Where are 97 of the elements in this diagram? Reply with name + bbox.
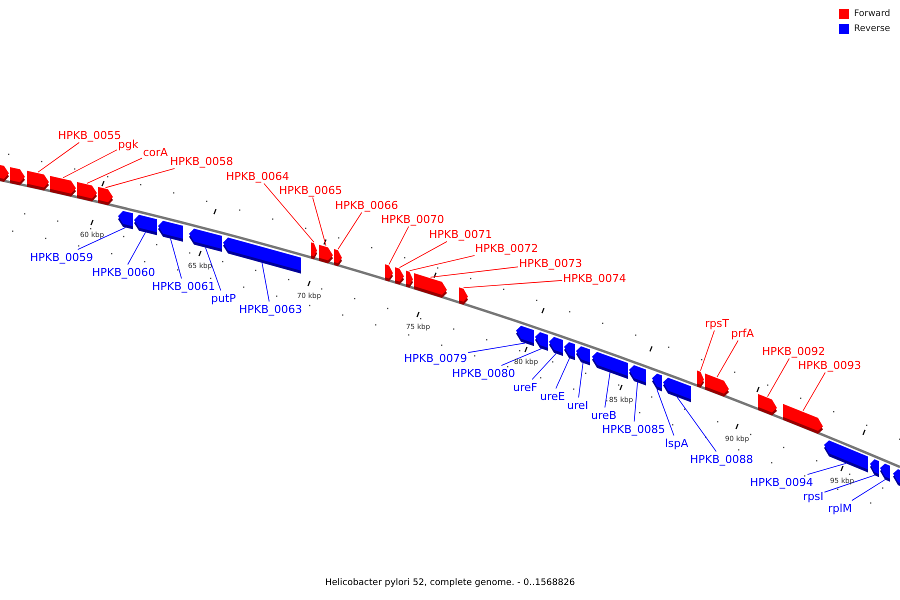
- leader-line: [578, 362, 584, 398]
- gene-block: [50, 176, 76, 197]
- gene-label: rplM: [828, 502, 852, 514]
- leader-line: [532, 353, 556, 380]
- gene-label: rpsT: [705, 316, 729, 330]
- gene-block: [697, 370, 704, 388]
- leader-line: [312, 197, 326, 246]
- gene-block: [459, 287, 468, 305]
- gene-block: [395, 267, 404, 285]
- gene-label: HPKB_0059: [30, 250, 94, 264]
- gene-block: [77, 182, 97, 202]
- leader-line: [38, 142, 80, 173]
- leader-line: [86, 158, 142, 184]
- leader-line: [388, 226, 410, 265]
- leader-line: [399, 241, 448, 268]
- gene-label: HPKB_0058: [170, 154, 234, 168]
- leader-line: [430, 266, 518, 278]
- leader-line: [409, 255, 475, 272]
- leader-line: [852, 479, 886, 501]
- legend-label: Forward: [854, 9, 890, 19]
- gene-block: [783, 404, 823, 434]
- gene-label: HPKB_0066: [335, 198, 398, 212]
- gene-label: putP: [211, 292, 236, 304]
- gene-label: ureI: [567, 398, 588, 412]
- gene-label: lspA: [665, 436, 688, 450]
- gene-block: [535, 332, 548, 351]
- leader-line: [127, 232, 146, 265]
- gene-label: HPKB_0073: [519, 256, 582, 270]
- gene-label: HPKB_0060: [92, 266, 156, 278]
- gene-label: HPKB_0071: [429, 228, 492, 240]
- gene-block: [564, 342, 575, 360]
- gene-block: [824, 440, 868, 473]
- leader-line: [468, 342, 526, 353]
- leader-line: [264, 183, 314, 243]
- leader-line: [105, 168, 175, 188]
- gene-label: HPKB_0061: [152, 280, 216, 292]
- gene-block: [870, 459, 879, 478]
- leader-line: [262, 262, 270, 302]
- gene-block: [758, 394, 777, 416]
- gene-label: ureF: [513, 380, 538, 394]
- leader-line: [656, 389, 674, 436]
- gene-block: [406, 270, 413, 288]
- gene-block: [629, 365, 646, 386]
- leader-line: [767, 358, 790, 398]
- leader-line: [700, 330, 715, 372]
- gene-label: prfA: [731, 326, 754, 340]
- leader-line: [555, 358, 570, 389]
- gene-label: ureE: [540, 390, 565, 402]
- gene-label: HPKB_0072: [475, 242, 538, 254]
- gene-label: HPKB_0088: [690, 452, 754, 466]
- leader-line: [205, 247, 222, 291]
- leader-line: [802, 372, 826, 412]
- gene-block: [385, 264, 393, 282]
- gene-label: HPKB_0074: [563, 272, 626, 284]
- gene-label: HPKB_0070: [381, 212, 444, 226]
- gene-label: HPKB_0080: [452, 366, 516, 380]
- gene-label: HPKB_0085: [602, 422, 666, 436]
- leader-line: [62, 149, 118, 178]
- gene-label: HPKB_0063: [239, 302, 302, 316]
- gene-label: ureB: [591, 408, 617, 422]
- leader-line: [501, 348, 542, 366]
- leader-line: [807, 462, 846, 475]
- gene-block: [549, 336, 563, 356]
- leader-line: [716, 340, 739, 378]
- gene-block: [189, 228, 222, 252]
- gene-block: [516, 326, 534, 346]
- leader-line: [463, 280, 562, 288]
- gene-block: [311, 242, 317, 260]
- gene-block: [158, 220, 183, 242]
- gene-block: [118, 210, 133, 230]
- gene-block: [223, 238, 301, 274]
- leader-line: [77, 227, 126, 250]
- gene-block: [27, 170, 49, 191]
- gene-label: HPKB_0093: [798, 358, 862, 372]
- leader-line: [824, 474, 875, 493]
- leader-line: [170, 238, 182, 279]
- gene-label: HPKB_0065: [279, 184, 342, 196]
- caption: Helicobacter pylori 52, complete genome. - 0..1568826: [325, 578, 575, 589]
- gene-block: [893, 469, 900, 489]
- gene-block: [98, 186, 113, 206]
- gene-block: [880, 464, 890, 482]
- leader-line: [676, 396, 717, 452]
- legend-label: Reverse: [854, 24, 890, 34]
- leader-line: [604, 372, 610, 408]
- leader-line: [338, 212, 362, 250]
- leader-line: [634, 382, 638, 422]
- gene-block: [0, 164, 9, 182]
- gene-label: corA: [143, 146, 168, 158]
- gene-block: [334, 249, 342, 266]
- gene-label: HPKB_0092: [762, 344, 826, 358]
- gene-block: [576, 346, 590, 366]
- gene-label: rpsI: [803, 490, 824, 502]
- gene-block: [10, 167, 25, 186]
- gene-label: HPKB_0094: [750, 476, 814, 488]
- gene-block: [652, 374, 662, 392]
- gene-label: HPKB_0064: [226, 170, 290, 182]
- gene-label: HPKB_0079: [404, 352, 468, 364]
